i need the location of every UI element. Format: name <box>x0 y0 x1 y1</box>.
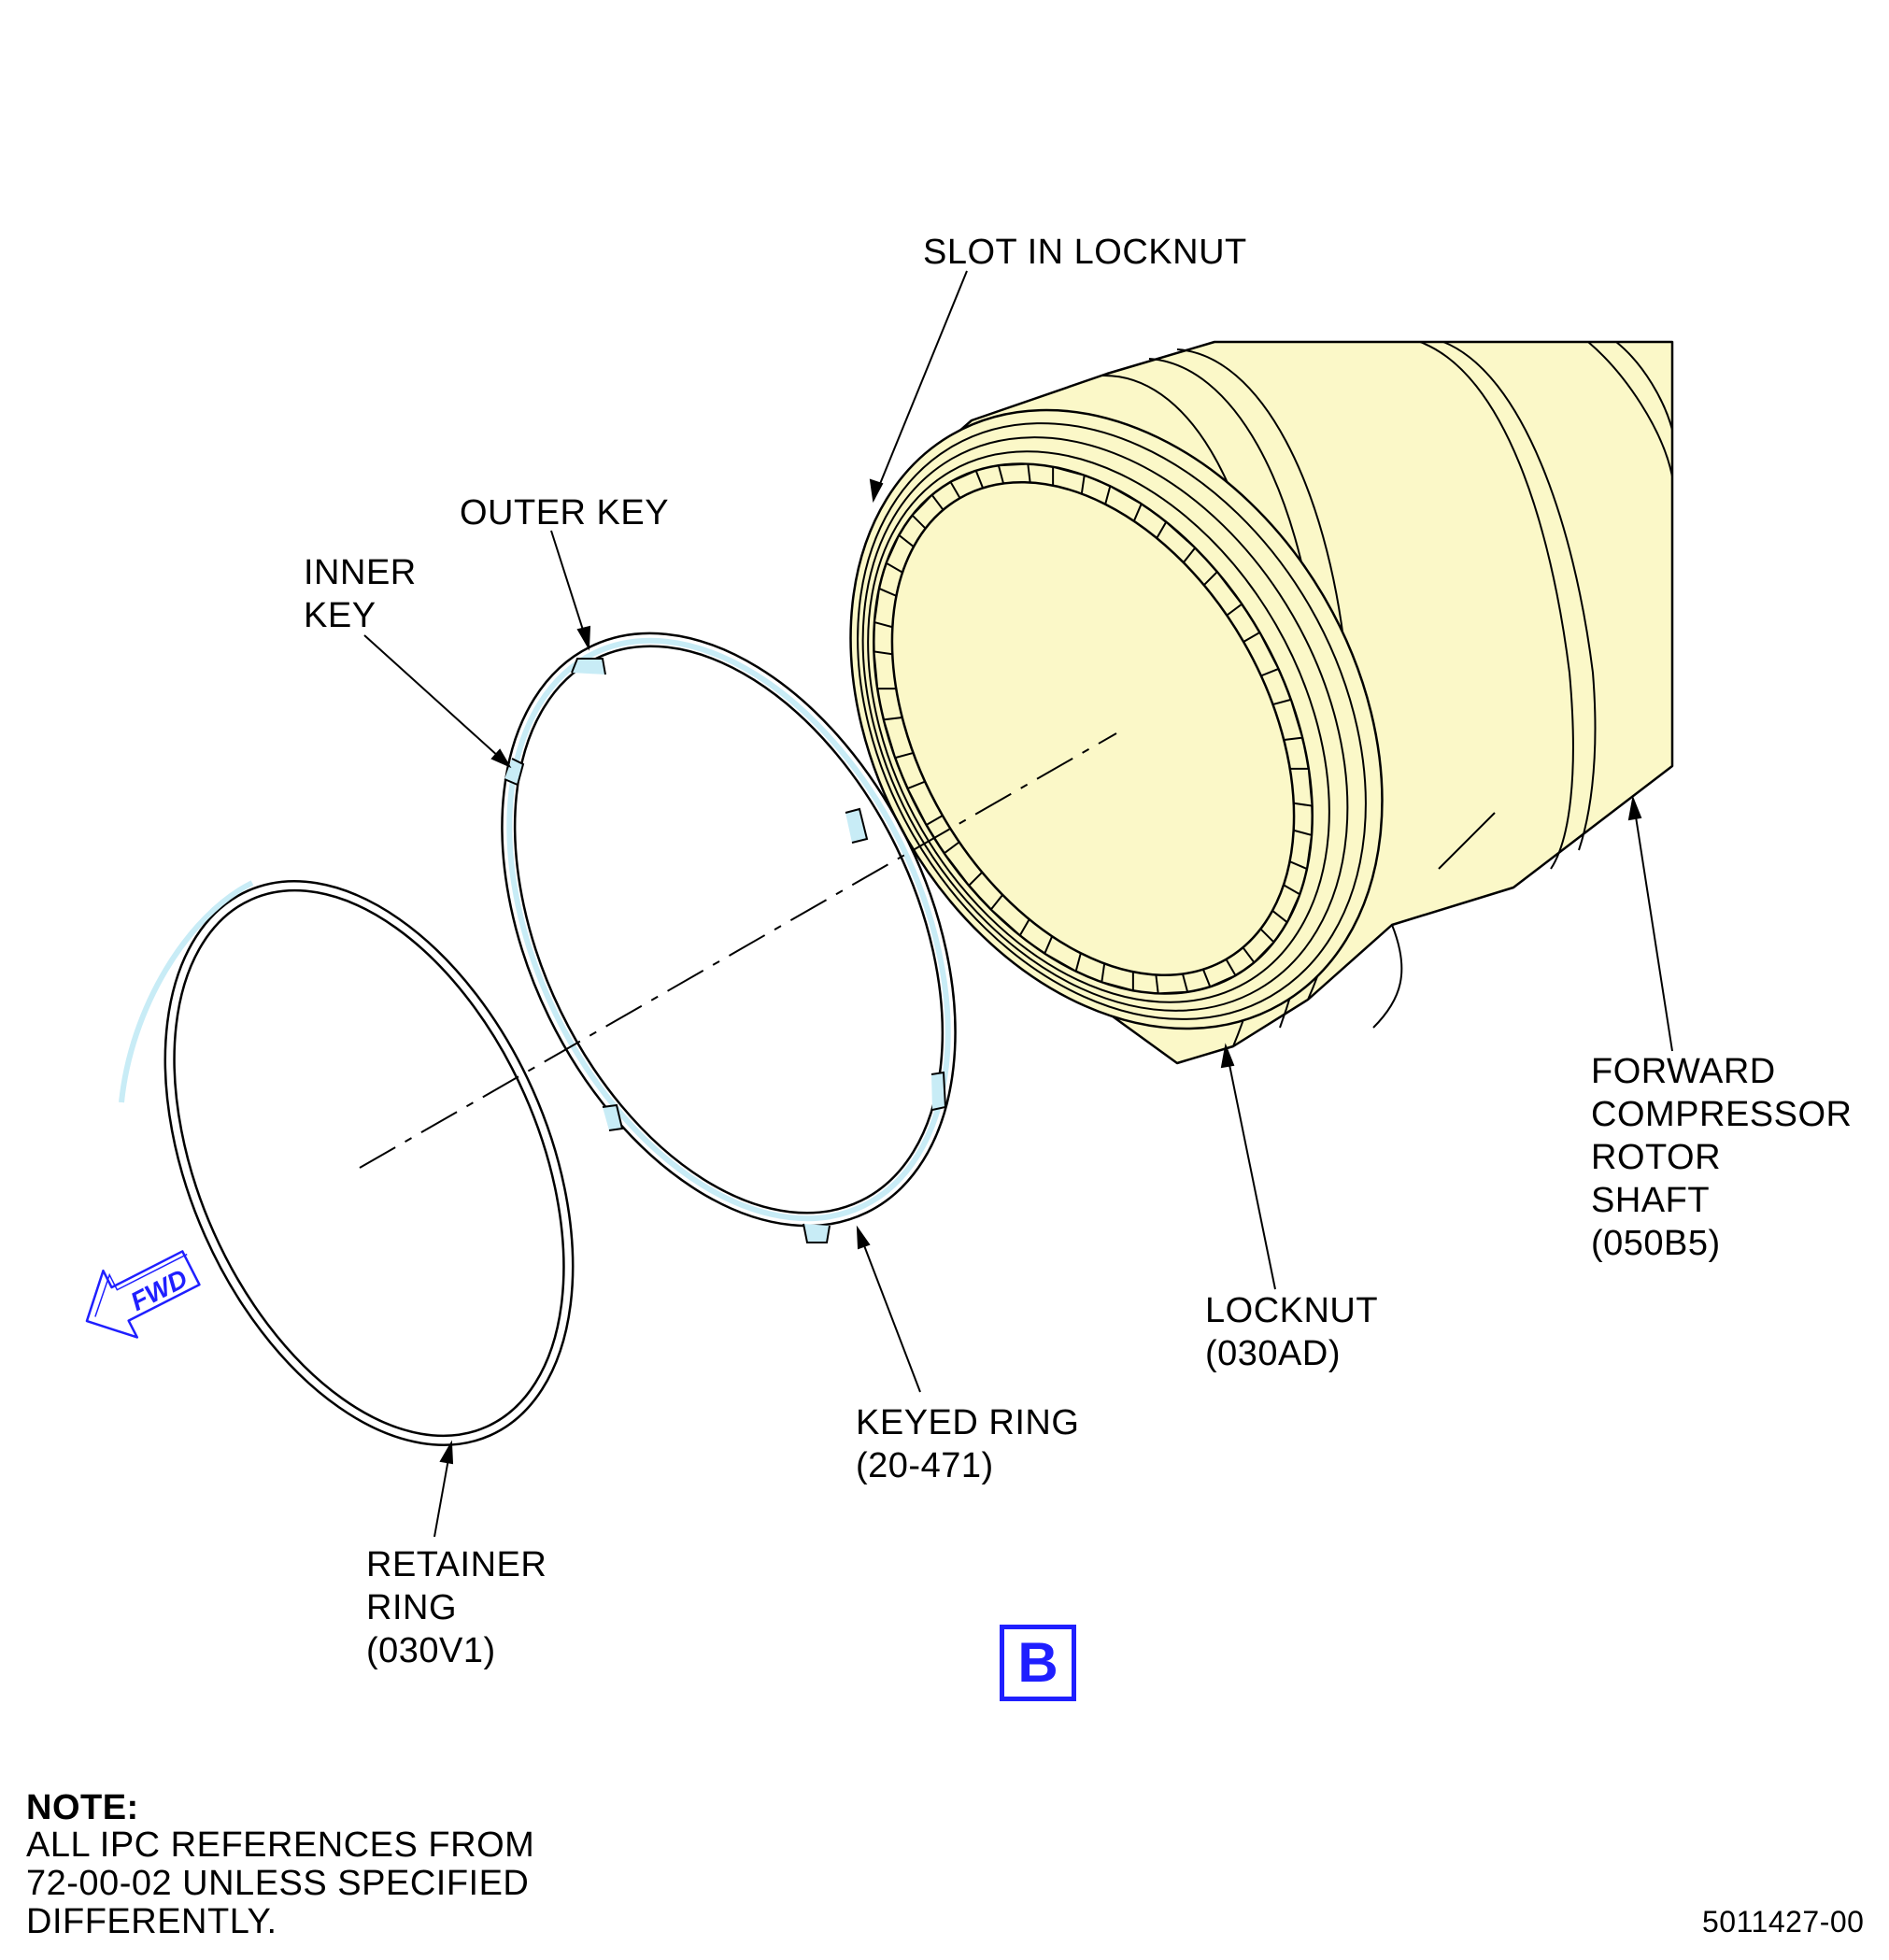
keyed-ring <box>501 632 957 1243</box>
view-marker: B <box>1000 1625 1076 1701</box>
figure-number: 5011427-00 <box>1702 1905 1865 1939</box>
label-outer-key: OUTER KEY <box>460 493 670 533</box>
label-slot-in-locknut: SLOT IN LOCKNUT <box>923 233 1247 272</box>
label-locknut: LOCKNUT (030AD) <box>1205 1291 1379 1373</box>
locknut-tooth <box>997 462 1031 485</box>
view-marker-letter: B <box>1017 1631 1058 1694</box>
locknut <box>849 408 1384 1030</box>
retainer-ring <box>119 880 575 1446</box>
note-body: ALL IPC REFERENCES FROM 72-00-02 UNLESS … <box>26 1825 535 1941</box>
leader-lines <box>363 270 1673 1538</box>
note-title: NOTE: <box>26 1788 139 1827</box>
label-keyed-ring: KEYED RING (20-471) <box>856 1403 1080 1485</box>
fwd-arrow-icon: FWD <box>85 1250 201 1339</box>
label-inner-key: INNER KEY <box>304 553 417 635</box>
label-forward-compressor-rotor-shaft: FORWARD COMPRESSOR ROTOR SHAFT (050B5) <box>1591 1052 1853 1263</box>
centerline <box>359 732 1117 1169</box>
locknut-tooth <box>1155 973 1189 995</box>
fwd-label: FWD <box>126 1264 192 1317</box>
label-retainer-ring: RETAINER RING (030V1) <box>366 1545 547 1670</box>
locknut-castellations <box>873 462 1314 995</box>
